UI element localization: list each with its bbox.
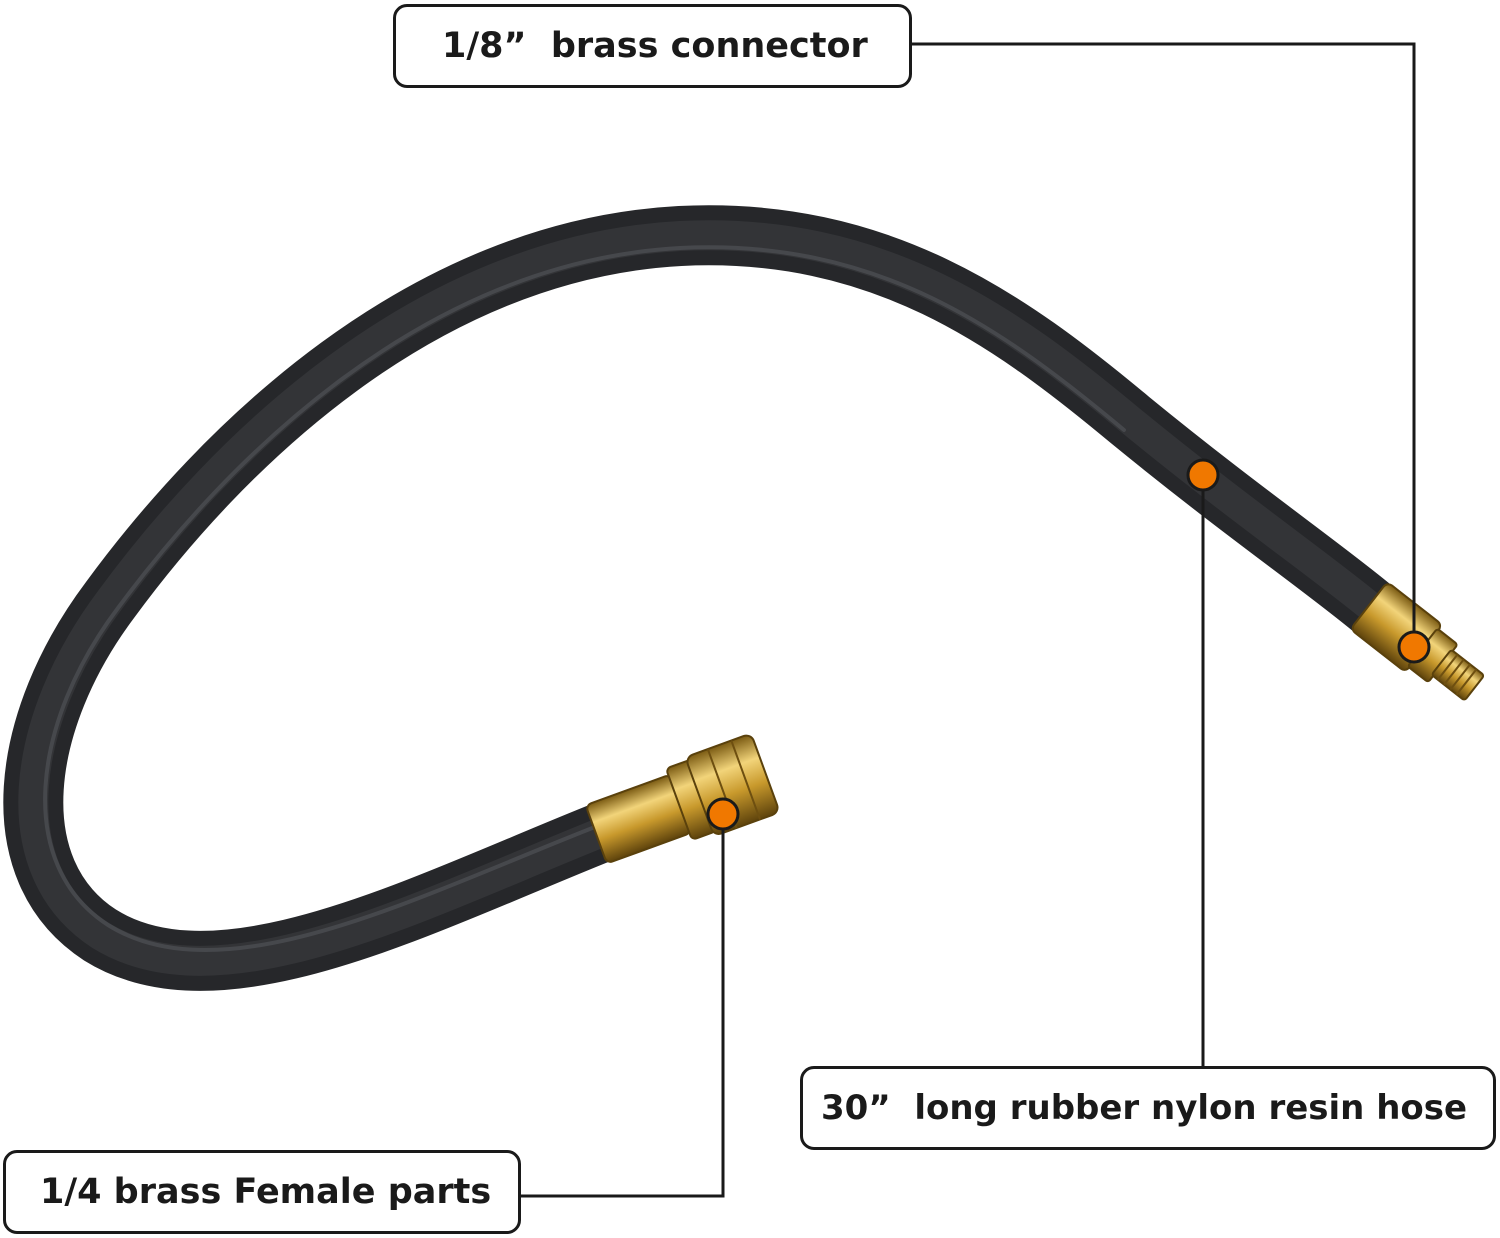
leader-line-female xyxy=(521,814,725,1198)
marker-dot-brass-connector xyxy=(1397,630,1431,664)
label-hose-description: 30” long rubber nylon resin hose xyxy=(800,1066,1496,1150)
marker-dot-hose xyxy=(1186,458,1220,492)
leader-lines xyxy=(521,42,1416,1198)
callout-markers xyxy=(706,458,1431,831)
leader-line-brass-connector xyxy=(912,42,1416,647)
marker-dot-female xyxy=(706,797,740,831)
label-brass-connector: 1/8” brass connector xyxy=(393,4,912,88)
rubber-hose xyxy=(3,205,1402,991)
brass-female-fitting xyxy=(586,734,779,863)
label-female-parts: 1/4 brass Female parts xyxy=(3,1150,521,1234)
